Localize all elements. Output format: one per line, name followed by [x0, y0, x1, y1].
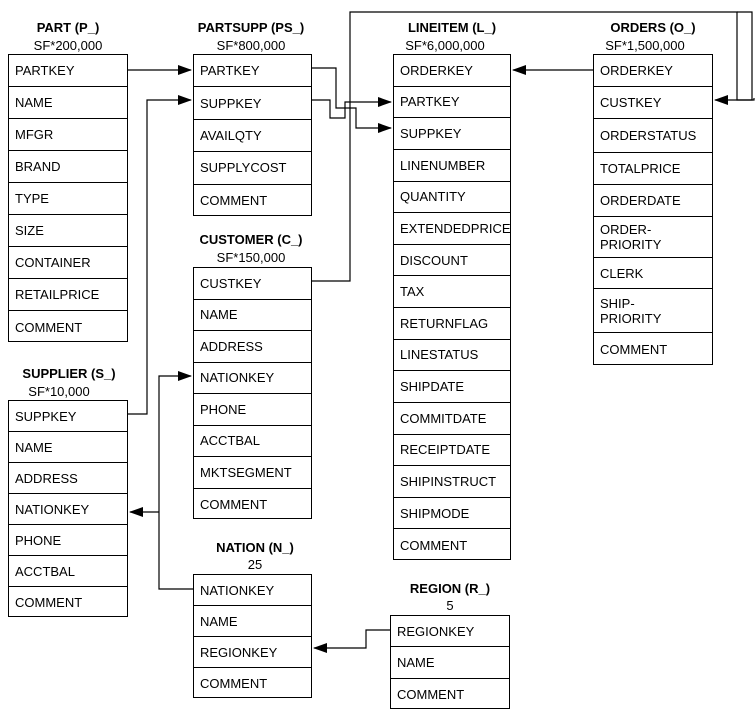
customer-table-title: CUSTOMER (C_): [199, 232, 303, 247]
part-column-brand: BRAND: [9, 151, 127, 183]
link-partsupp-lineitem-partkey: [312, 67, 392, 133]
lineitem-column-receiptdate: RECEIPTDATE: [394, 435, 510, 467]
lineitem-table-cardinality: SF*6,000,000: [405, 38, 485, 53]
supplier-column-acctbal: ACCTBAL: [9, 556, 127, 587]
partsupp-column-availqty: AVAILQTY: [194, 120, 311, 153]
part-column-mfgr: MFGR: [9, 119, 127, 151]
region-table-title: REGION (R_): [409, 581, 491, 596]
partsupp-column-comment: COMMENT: [200, 193, 268, 209]
supplier-table-cardinality: SF*10,000: [28, 384, 90, 399]
link-customer-lineitem: [312, 11, 755, 282]
lineitem-column-shipmode: SHIPMODE: [394, 498, 510, 530]
partsupp-table-cardinality: SF*800,000: [216, 38, 286, 53]
lineitem-column-comment: COMMENT: [400, 537, 468, 553]
lineitem-column-quantity: QUANTITY: [394, 182, 510, 214]
lineitem-column-linenumber: LINENUMBER: [394, 150, 510, 182]
link-region-nation: [313, 629, 390, 653]
partsupp-column-supplycost: SUPPLYCOST: [194, 152, 311, 185]
region-table-cardinality: 5: [446, 598, 454, 613]
part-column-type: TYPE: [9, 183, 127, 215]
lineitem-column-extendedprice: EXTENDEDPRICE: [394, 213, 510, 245]
lineitem-column-shipinstruct: SHIPINSTRUCT: [394, 466, 510, 498]
supplier-table-title: SUPPLIER (S_): [22, 366, 116, 381]
supplier-column-phone: PHONE: [9, 525, 127, 556]
supplier-column-suppkey: SUPPKEY: [9, 401, 127, 432]
orders-table-cardinality: SF*1,500,000: [605, 38, 685, 53]
customer-column-nationkey: NATIONKEY: [194, 363, 311, 394]
customer-column-address: ADDRESS: [194, 331, 311, 363]
nation-column-regionkey: REGIONKEY: [194, 637, 311, 668]
orders-column-comment: COMMENT: [600, 342, 668, 357]
partsupp-column-partkey: PARTKEY: [194, 55, 311, 88]
region-column-name: NAME: [391, 647, 509, 679]
partsupp-table-title: PARTSUPP (PS_): [197, 20, 305, 35]
lineitem-column-shipdate: SHIPDATE: [394, 371, 510, 403]
link-partsupp-lineitem-suppkey: [312, 97, 392, 119]
link-supplier-partsupp: [128, 95, 192, 415]
customer-column-mktsegment: MKTSEGMENT: [194, 457, 311, 489]
link-to-orders-custkey: [714, 11, 753, 105]
customer-column-acctbal: ACCTBAL: [194, 426, 311, 457]
region-column-regionkey: REGIONKEY: [391, 616, 509, 648]
customer-column-name: NAME: [194, 300, 311, 331]
link-nation-customer: [158, 371, 193, 590]
partsupp-column-suppkey: SUPPKEY: [194, 87, 311, 120]
part-column-comment: COMMENT: [15, 319, 83, 335]
lineitem-column-linestatus: LINESTATUS: [394, 340, 510, 372]
orders-column-orderstatus: ORDERSTATUS: [594, 119, 712, 153]
part-column-size: SIZE: [9, 215, 127, 247]
supplier-column-address: ADDRESS: [9, 463, 127, 494]
part-column-partkey: PARTKEY: [9, 55, 127, 87]
lineitem-column-tax: TAX: [394, 276, 510, 308]
nation-column-nationkey: NATIONKEY: [194, 575, 311, 606]
orders-column-custkey: CUSTKEY: [594, 87, 712, 119]
orders-column-totalprice: TOTALPRICE: [594, 153, 712, 185]
lineitem-table-title: LINEITEM (L_): [407, 20, 497, 35]
part-column-retailprice: RETAILPRICE: [9, 279, 127, 311]
customer-table-cardinality: SF*150,000: [216, 250, 286, 265]
nation-table-title: NATION (N_): [216, 540, 294, 555]
supplier-column-nationkey: NATIONKEY: [9, 494, 127, 525]
orders-column-orderdate: ORDERDATE: [594, 185, 712, 217]
part-table-cardinality: SF*200,000: [33, 38, 103, 53]
supplier-column-comment: COMMENT: [15, 595, 83, 610]
lineitem-column-discount: DISCOUNT: [394, 245, 510, 277]
part-table-title: PART (P_): [36, 20, 100, 35]
lineitem-column-partkey: PARTKEY: [394, 87, 510, 119]
customer-column-comment: COMMENT: [200, 496, 268, 512]
customer-column-phone: PHONE: [194, 394, 311, 426]
customer-column-custkey: CUSTKEY: [194, 268, 311, 300]
nation-column-comment: COMMENT: [200, 676, 268, 691]
orders-column-order-priority: ORDER- PRIORITY: [594, 217, 712, 258]
nation-table-cardinality: 25: [247, 557, 263, 572]
lineitem-column-suppkey: SUPPKEY: [394, 118, 510, 150]
part-column-name: NAME: [9, 87, 127, 119]
nation-column-name: NAME: [194, 606, 311, 637]
orders-column-orderkey: ORDERKEY: [594, 55, 712, 87]
orders-table-title: ORDERS (O_): [610, 20, 696, 35]
lineitem-column-commitdate: COMMITDATE: [394, 403, 510, 435]
lineitem-column-returnflag: RETURNFLAG: [394, 308, 510, 340]
lineitem-column-orderkey: ORDERKEY: [394, 55, 510, 87]
orders-column-clerk: CLERK: [594, 258, 712, 289]
region-column-comment: COMMENT: [397, 686, 465, 702]
supplier-column-name: NAME: [9, 432, 127, 463]
orders-column-ship-priority: SHIP- PRIORITY: [594, 289, 712, 333]
part-column-container: CONTAINER: [9, 247, 127, 279]
